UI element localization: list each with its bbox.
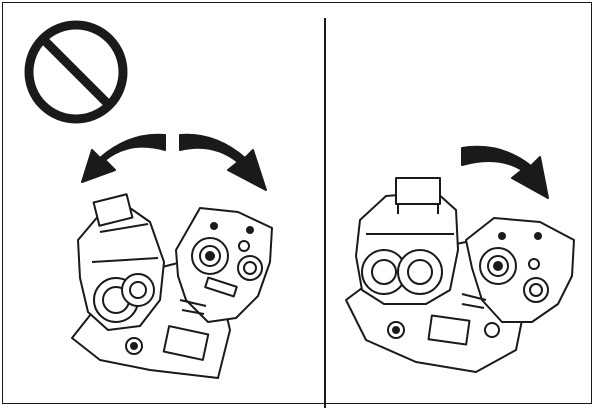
left-panel-drawing bbox=[0, 0, 324, 408]
curved-arrow-right-icon bbox=[180, 135, 266, 190]
prohibited-icon bbox=[29, 25, 123, 119]
curved-arrow-left-icon bbox=[82, 135, 165, 182]
toner-cartridge-tilted bbox=[72, 194, 272, 378]
curved-arrow-right-icon bbox=[462, 147, 548, 198]
left-panel-prohibited bbox=[0, 0, 324, 408]
right-panel-correct bbox=[326, 0, 596, 408]
toner-cartridge-tilted bbox=[346, 178, 574, 372]
right-panel-drawing bbox=[326, 0, 596, 408]
